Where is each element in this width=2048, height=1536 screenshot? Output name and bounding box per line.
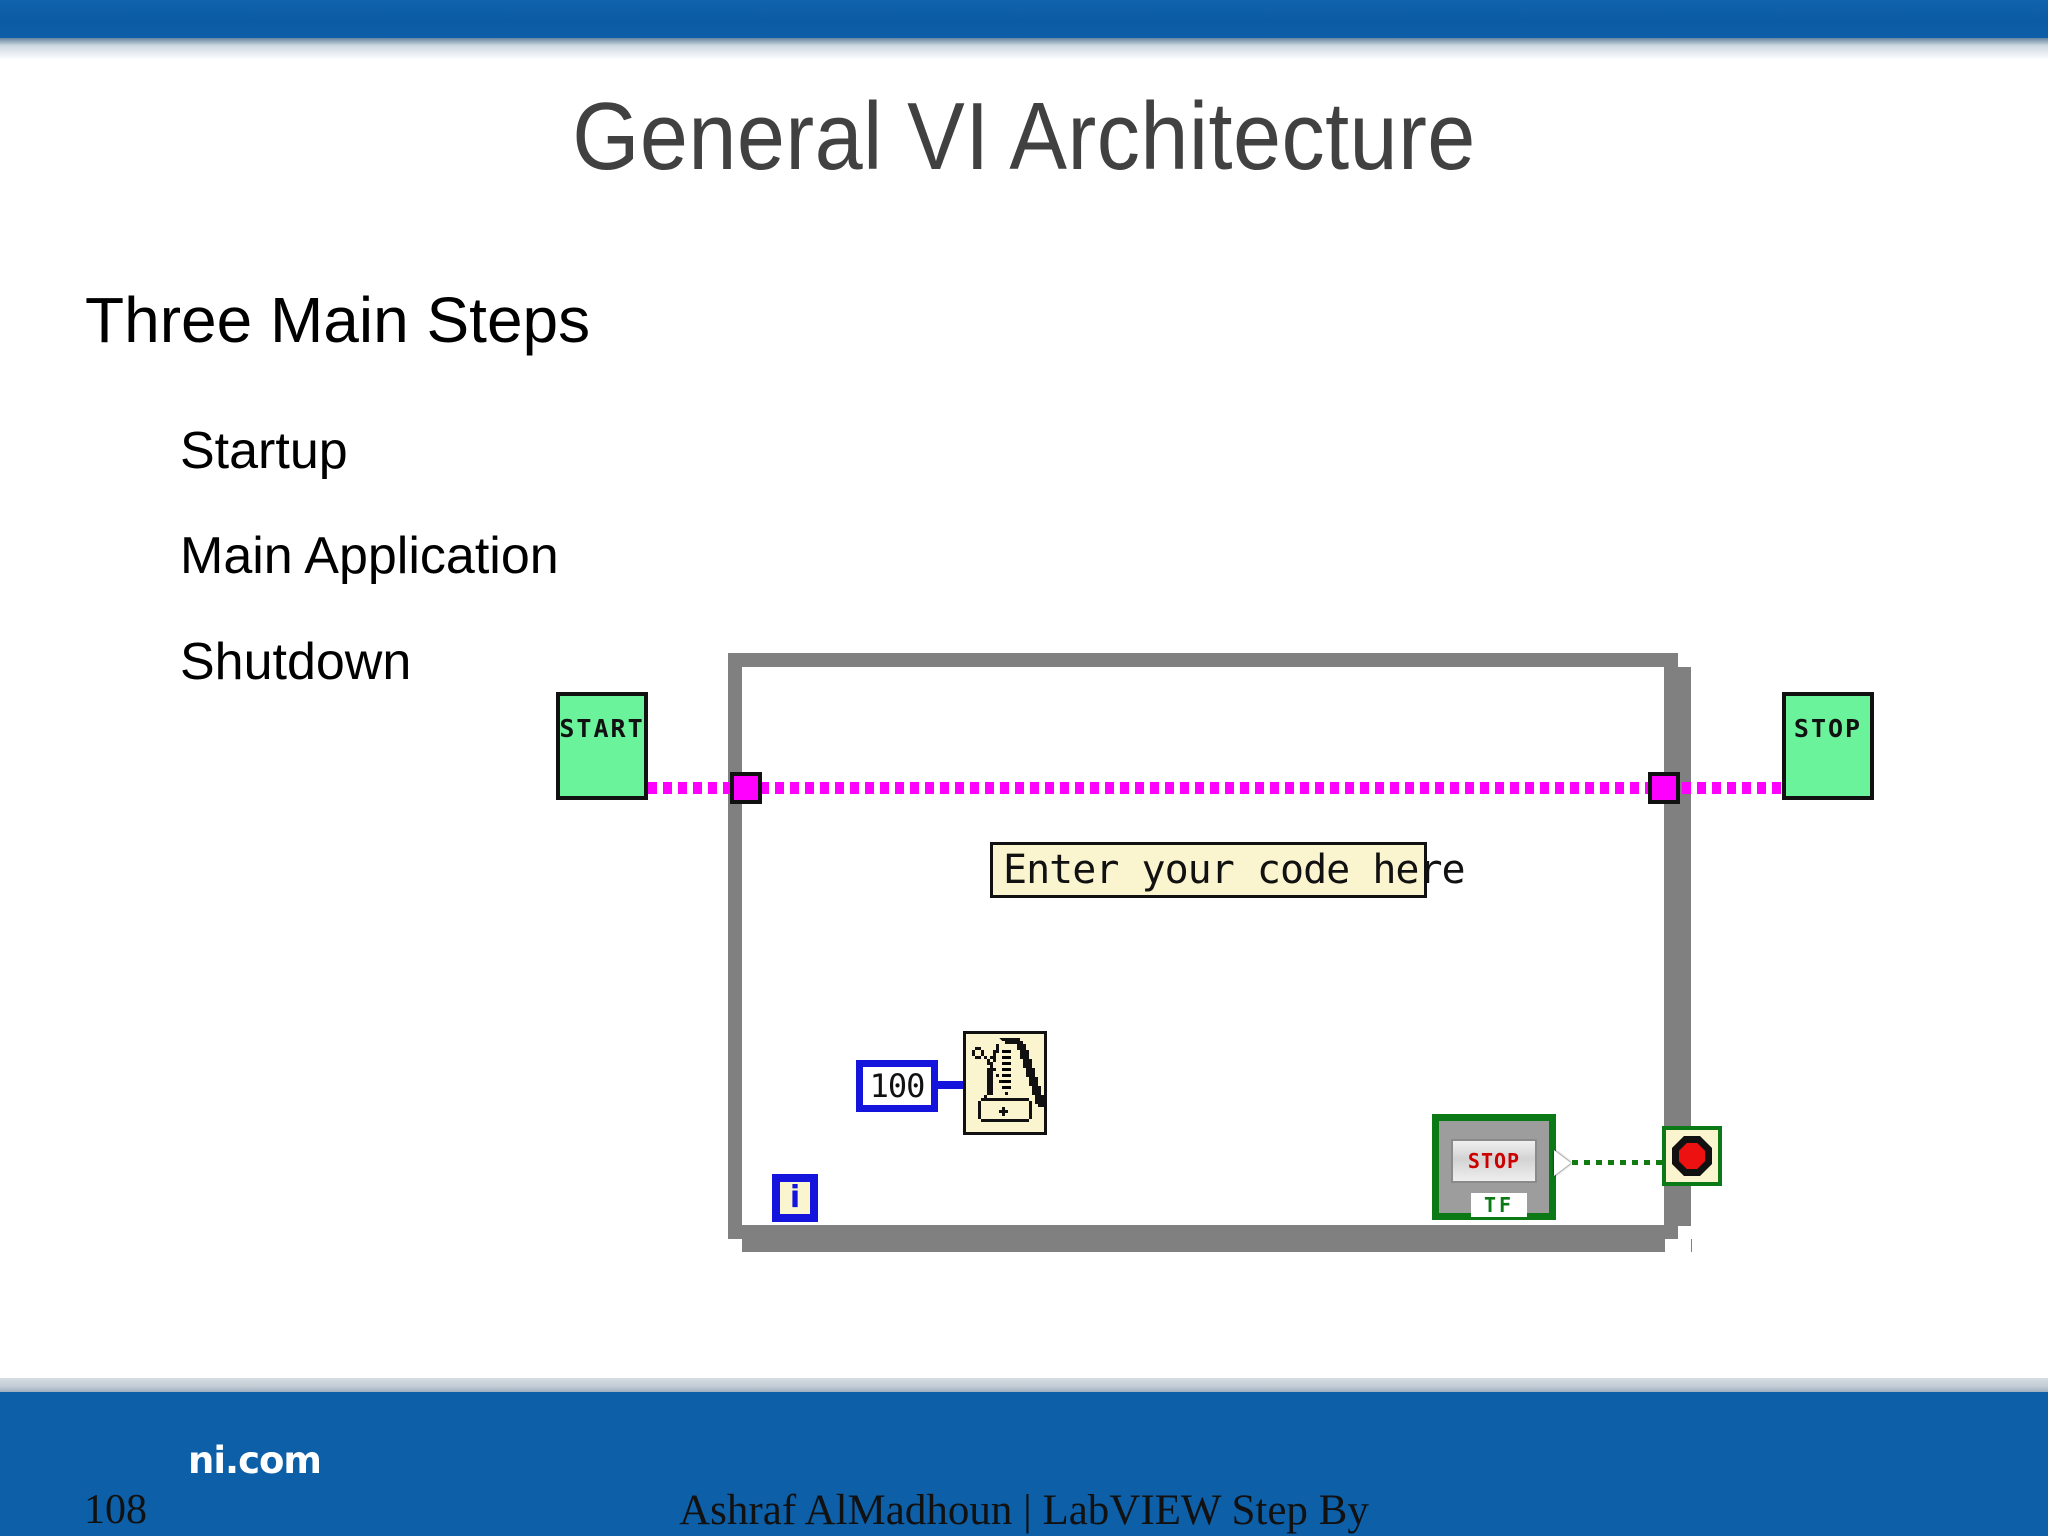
stop-state-node: STOP: [1782, 692, 1874, 800]
page-number: 108: [84, 1487, 147, 1533]
while-loop-shadow-right: [1678, 667, 1691, 1252]
stop-sign-icon: [1672, 1136, 1712, 1176]
code-comment-box: Enter your code here: [990, 842, 1466, 898]
header-fade-divider: [0, 38, 2048, 60]
footer-credit: Ashraf AlMadhoun | LabVIEW Step By: [679, 1487, 1369, 1534]
loop-conditional-terminal: [1662, 1126, 1722, 1186]
step-item-main-application: Main Application: [180, 527, 559, 585]
state-wire-middle-segment: [760, 782, 1660, 794]
wait-ms-metronome-icon: [963, 1031, 1047, 1135]
page-title: General VI Architecture: [572, 83, 1476, 190]
iteration-terminal: i: [772, 1174, 818, 1222]
step-item-shutdown: Shutdown: [180, 633, 412, 691]
footer-divider: [0, 1378, 2048, 1392]
numeric-constant-100: 100: [856, 1060, 938, 1112]
ni-com-logo: ni.com: [188, 1439, 322, 1482]
boolean-datatype-label: TF: [1471, 1193, 1527, 1217]
stop-boolean-terminal: STOP TF: [1432, 1114, 1556, 1220]
numeric-wire: [936, 1081, 972, 1089]
while-loop-shadow-bottom: [742, 1239, 1692, 1252]
start-state-node: START: [556, 692, 648, 800]
stop-sign-inner: [1679, 1143, 1705, 1169]
stop-button-label: STOP: [1451, 1139, 1537, 1183]
body-heading: Three Main Steps: [85, 284, 591, 356]
header-bar: [0, 0, 2048, 38]
loop-tunnel-right: [1648, 772, 1680, 804]
state-wire-left-segment: [648, 782, 738, 794]
loop-tunnel-left: [730, 772, 762, 804]
terminal-output-arrow-icon: [1554, 1150, 1571, 1176]
footer-bar: [0, 1392, 2048, 1536]
boolean-wire: [1572, 1160, 1662, 1165]
step-item-startup: Startup: [180, 422, 348, 480]
state-wire-right-segment: [1682, 782, 1782, 794]
